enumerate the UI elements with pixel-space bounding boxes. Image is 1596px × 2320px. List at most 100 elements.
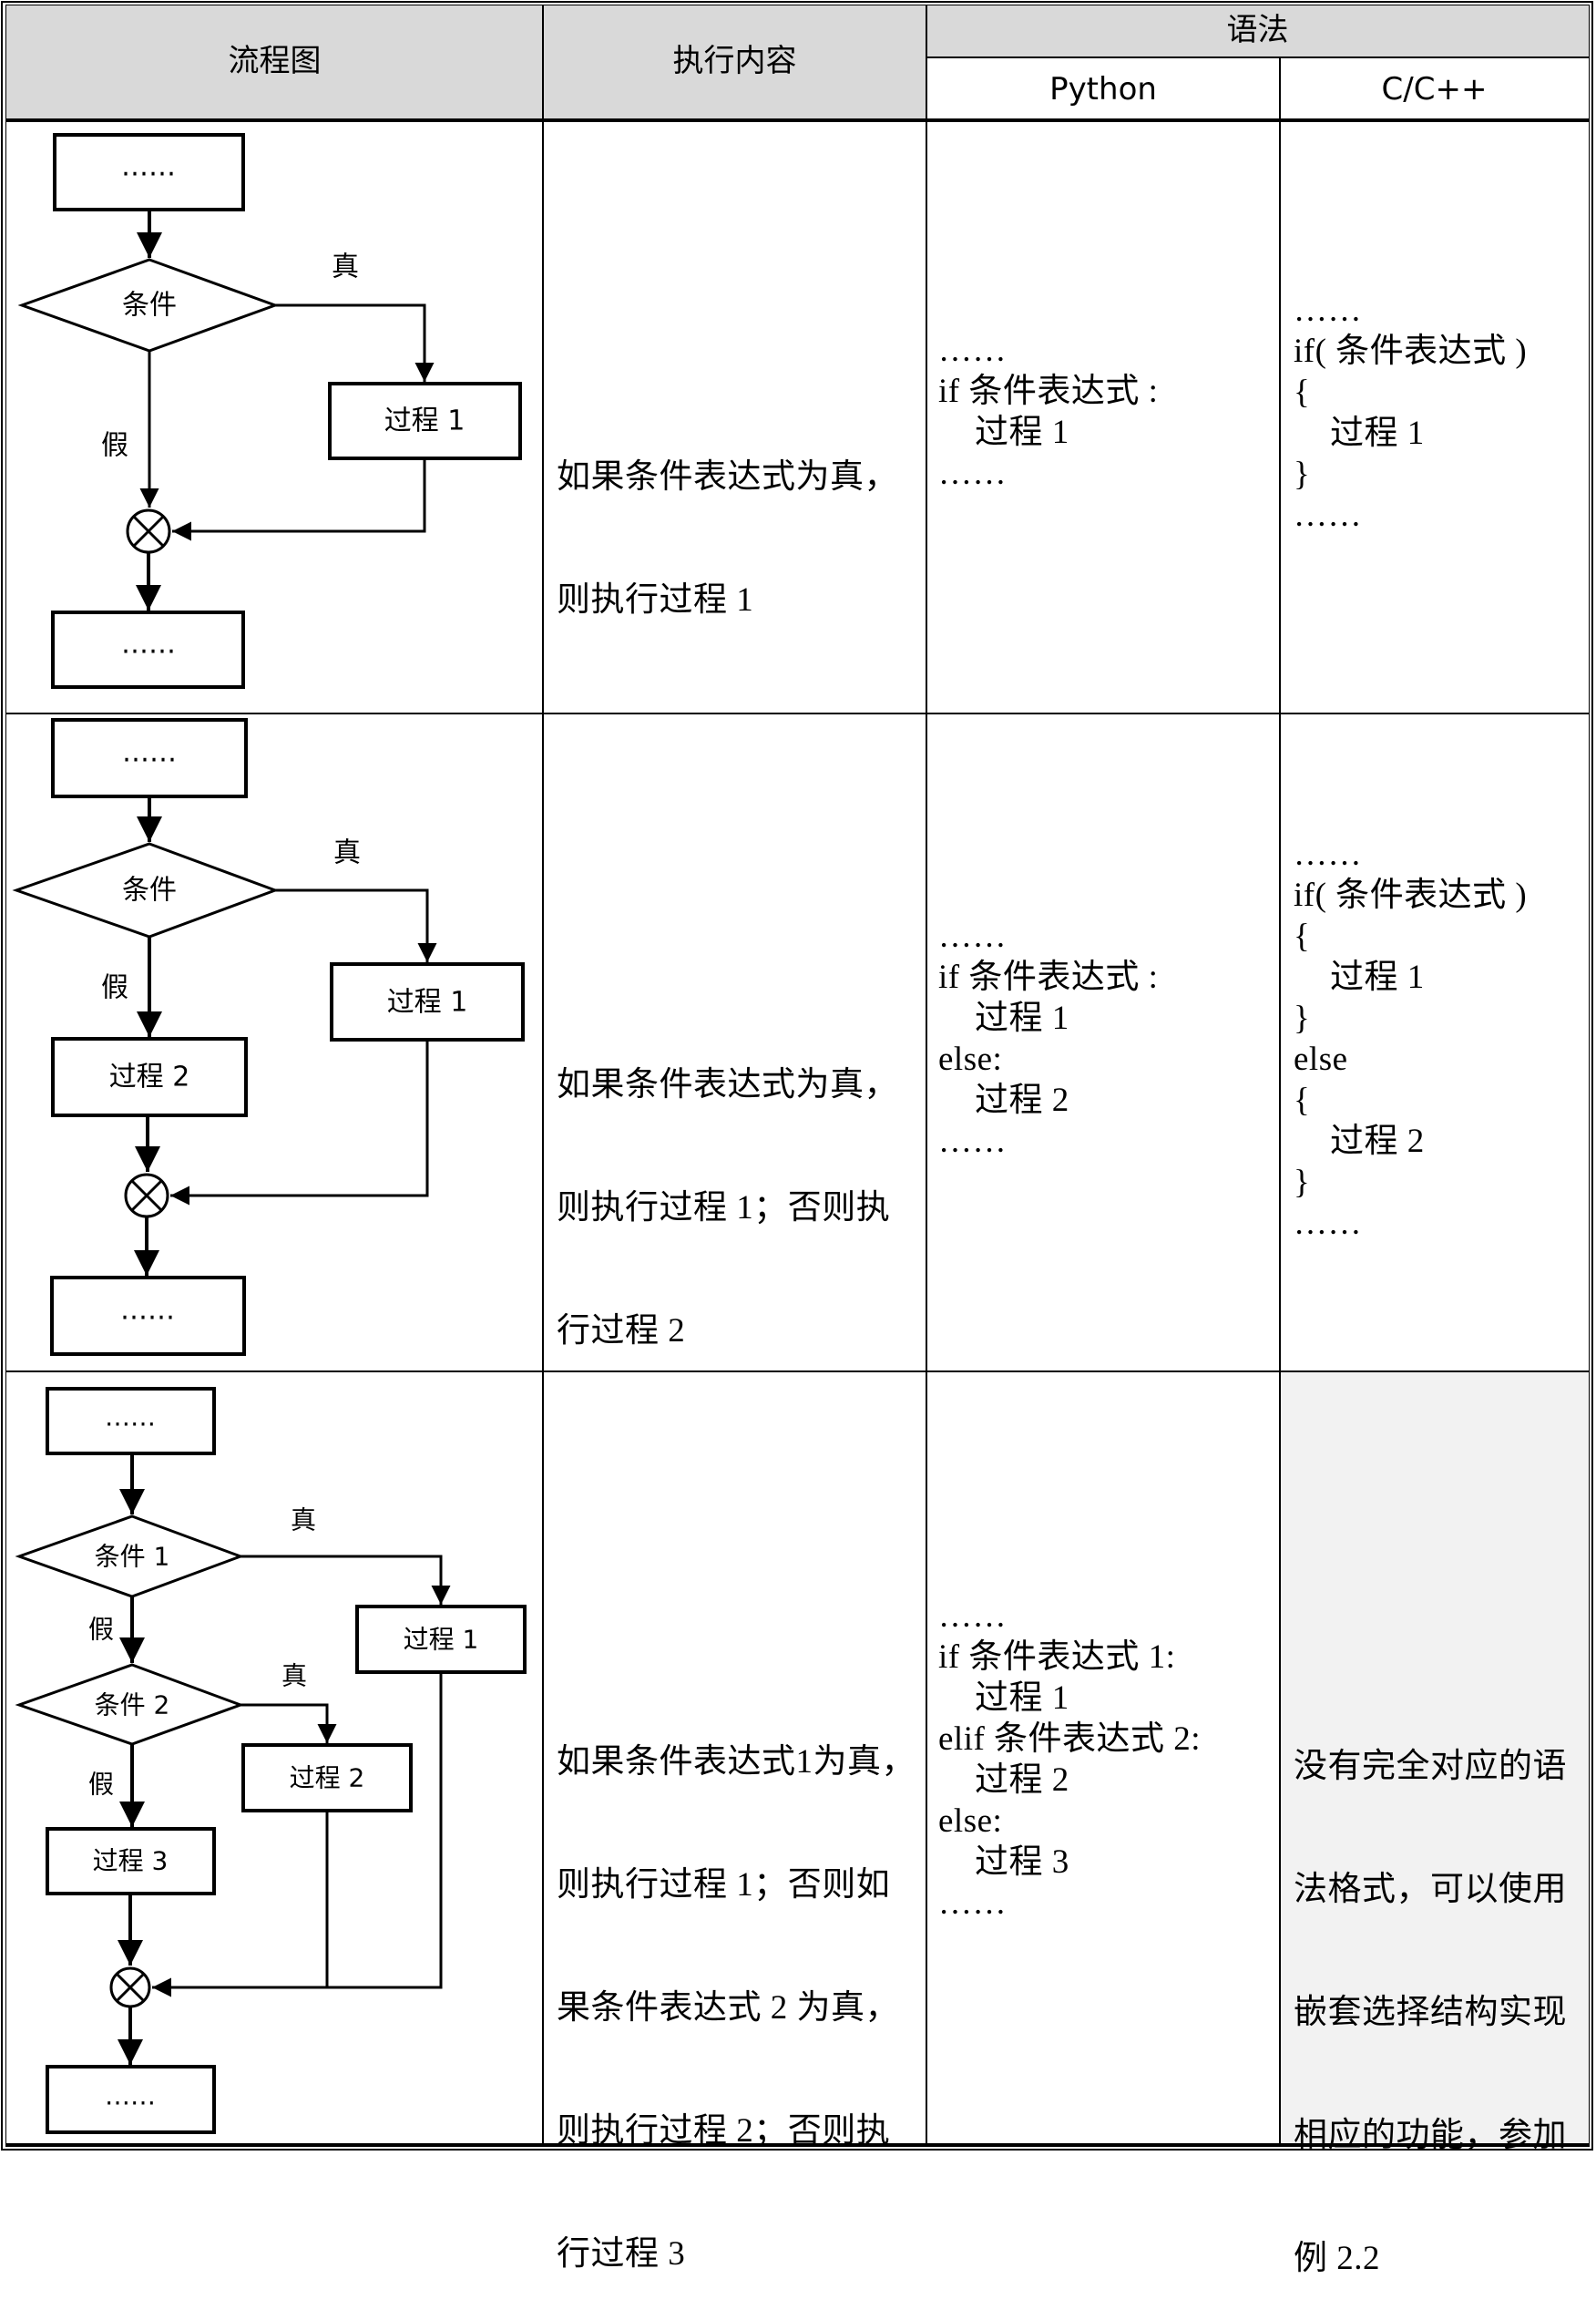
flow-start-label: …… <box>121 151 176 183</box>
flow-condition1-label: 条件 1 <box>95 1542 170 1572</box>
header-bottom-border <box>5 118 1590 122</box>
flow-false2-label: 假 <box>88 1770 114 1800</box>
header-c: C/C++ <box>1381 71 1488 108</box>
flow-process3-label: 过程 3 <box>93 1846 169 1876</box>
code-line: } <box>1294 456 1311 493</box>
code-line: …… <box>938 1597 1007 1635</box>
flow-true1-label: 真 <box>291 1505 316 1535</box>
flow-end-label: …… <box>121 629 176 661</box>
code-line: } <box>1294 1000 1311 1037</box>
c-note-cell-background <box>1280 1372 1589 2146</box>
header-python: Python <box>1049 71 1157 108</box>
flowchart-if-else <box>12 718 525 1356</box>
flow-arrow-true2 <box>240 1703 337 1743</box>
code-line: if 条件表达式 : <box>938 959 1159 996</box>
table-outer-border <box>1 1 1593 2151</box>
flow-process1-box <box>355 1605 527 1674</box>
row2-python: …… if 条件表达式 : 过程 1 else: 过程 2 …… <box>938 916 1158 1162</box>
header-syntax: 语法 <box>1226 12 1289 48</box>
row1-content: 如果条件表达式为真， 则执行过程 1 <box>557 375 898 662</box>
code-line: …… <box>938 332 1007 369</box>
code-line: 过程 1 <box>1330 415 1425 452</box>
content-line: 如果条件表达式1为真， <box>557 1743 916 1781</box>
flowchart-if-elif-else <box>15 1387 527 2134</box>
header-content: 执行内容 <box>672 43 797 79</box>
content-line: 则执行过程 1；否则如 <box>557 1866 891 1904</box>
flow-condition-label: 条件 <box>122 290 177 322</box>
flow-condition2-label: 条件 2 <box>95 1690 170 1720</box>
flow-end-label: …… <box>105 2081 156 2111</box>
code-line: …… <box>1294 292 1362 329</box>
row3-c-note: 没有完全对应的语 法格式，可以使用 嵌套选择结构实现 相应的功能，参加 例 2.… <box>1294 1664 1567 2320</box>
code-line: …… <box>938 1884 1007 1922</box>
flow-process1-label: 过程 1 <box>404 1625 479 1655</box>
flow-end-box <box>46 2065 216 2134</box>
code-line: …… <box>1294 497 1362 534</box>
content-line: 如果条件表达式为真， <box>557 458 898 496</box>
header-syntax-divider <box>926 56 1590 58</box>
flow-condition-label: 条件 <box>122 875 177 907</box>
content-line: 行过程 2 <box>557 1312 686 1350</box>
flow-process1-label: 过程 1 <box>387 987 468 1019</box>
row1-python: ……if 条件表达式 :过程 1…… <box>938 330 1158 494</box>
header-flowchart-cell <box>6 5 543 120</box>
flow-process2-label: 过程 2 <box>109 1062 190 1093</box>
flow-process1-box <box>328 382 522 460</box>
code-line: 过程 1 <box>975 1000 1069 1037</box>
content-line: 则执行过程 2；否则执 <box>557 2112 891 2150</box>
flow-merge-node <box>126 508 171 554</box>
flow-arrow-true1 <box>240 1555 451 1605</box>
flow-true-label: 真 <box>332 252 359 283</box>
content-line: 则执行过程 1 <box>557 581 754 619</box>
row2-content: 如果条件表达式为真， 则执行过程 1；否则执 行过程 2 <box>557 982 898 1392</box>
flow-start-box <box>51 718 248 798</box>
code-line: if 条件表达式 : <box>938 373 1159 410</box>
content-line: 则执行过程 1；否则执 <box>557 1189 891 1227</box>
code-line: if( 条件表达式 ) <box>1294 877 1528 914</box>
flow-process1-label: 过程 1 <box>384 405 466 437</box>
code-line: …… <box>938 1123 1007 1160</box>
code-line: else: <box>938 1041 1003 1078</box>
code-line: { <box>1294 918 1311 955</box>
column-divider-2 <box>926 5 927 2146</box>
flowcharts: …… 条件 真 假 过程 1 …… …… 条件 真 假 过程 1 过程 2 …… <box>12 133 527 2134</box>
column-divider-3 <box>1279 56 1281 2146</box>
flow-arrow-merge <box>170 1040 429 1206</box>
c-note-line: 例 2.2 <box>1294 2240 1380 2277</box>
code-line: 过程 2 <box>975 1761 1069 1799</box>
code-line: 过程 1 <box>975 414 1069 451</box>
flow-merge-node <box>109 1966 151 2008</box>
code-line: elif 条件表达式 2: <box>938 1720 1202 1758</box>
code-line: …… <box>938 918 1007 955</box>
flow-true2-label: 真 <box>281 1661 307 1691</box>
code-line: …… <box>1294 836 1362 873</box>
flow-start-box <box>53 133 245 211</box>
row1-c: ……if( 条件表达式 ){过程 1}…… <box>1294 290 1527 536</box>
row2-c: ……if( 条件表达式 ){过程 1}else{过程 2}…… <box>1294 834 1527 1244</box>
row3-content: 如果条件表达式1为真， 则执行过程 1；否则如 果条件表达式 2 为真， 则执行… <box>557 1659 916 2315</box>
flow-arrow-merge <box>152 1672 443 1997</box>
flow-false-label: 假 <box>101 972 128 1004</box>
c-note-line: 没有完全对应的语 <box>1294 1748 1567 1785</box>
flow-process1-box <box>330 962 525 1042</box>
code-line: 过程 2 <box>1330 1123 1425 1160</box>
header-content-cell <box>543 5 926 120</box>
code-line: 过程 2 <box>975 1082 1069 1119</box>
flow-end-box <box>50 1276 246 1356</box>
flow-arrow-true <box>275 303 435 382</box>
code-line: if( 条件表达式 ) <box>1294 333 1528 370</box>
flow-false-label: 假 <box>101 430 128 462</box>
c-note-line: 嵌套选择结构实现 <box>1294 1994 1567 2031</box>
code-line: if 条件表达式 1: <box>938 1638 1176 1676</box>
flow-end-label: …… <box>120 1295 175 1327</box>
flow-process2-label: 过程 2 <box>290 1763 365 1793</box>
code-line: } <box>1294 1164 1311 1201</box>
content-line: 果条件表达式 2 为真， <box>557 1989 899 2027</box>
flow-true-label: 真 <box>333 837 361 869</box>
flow-start-box <box>46 1387 216 1455</box>
flow-arrow-true <box>275 888 437 962</box>
row2-bottom-border <box>5 1370 1590 1372</box>
flow-start-label: …… <box>122 737 177 769</box>
header-syntax-cell <box>926 5 1589 57</box>
